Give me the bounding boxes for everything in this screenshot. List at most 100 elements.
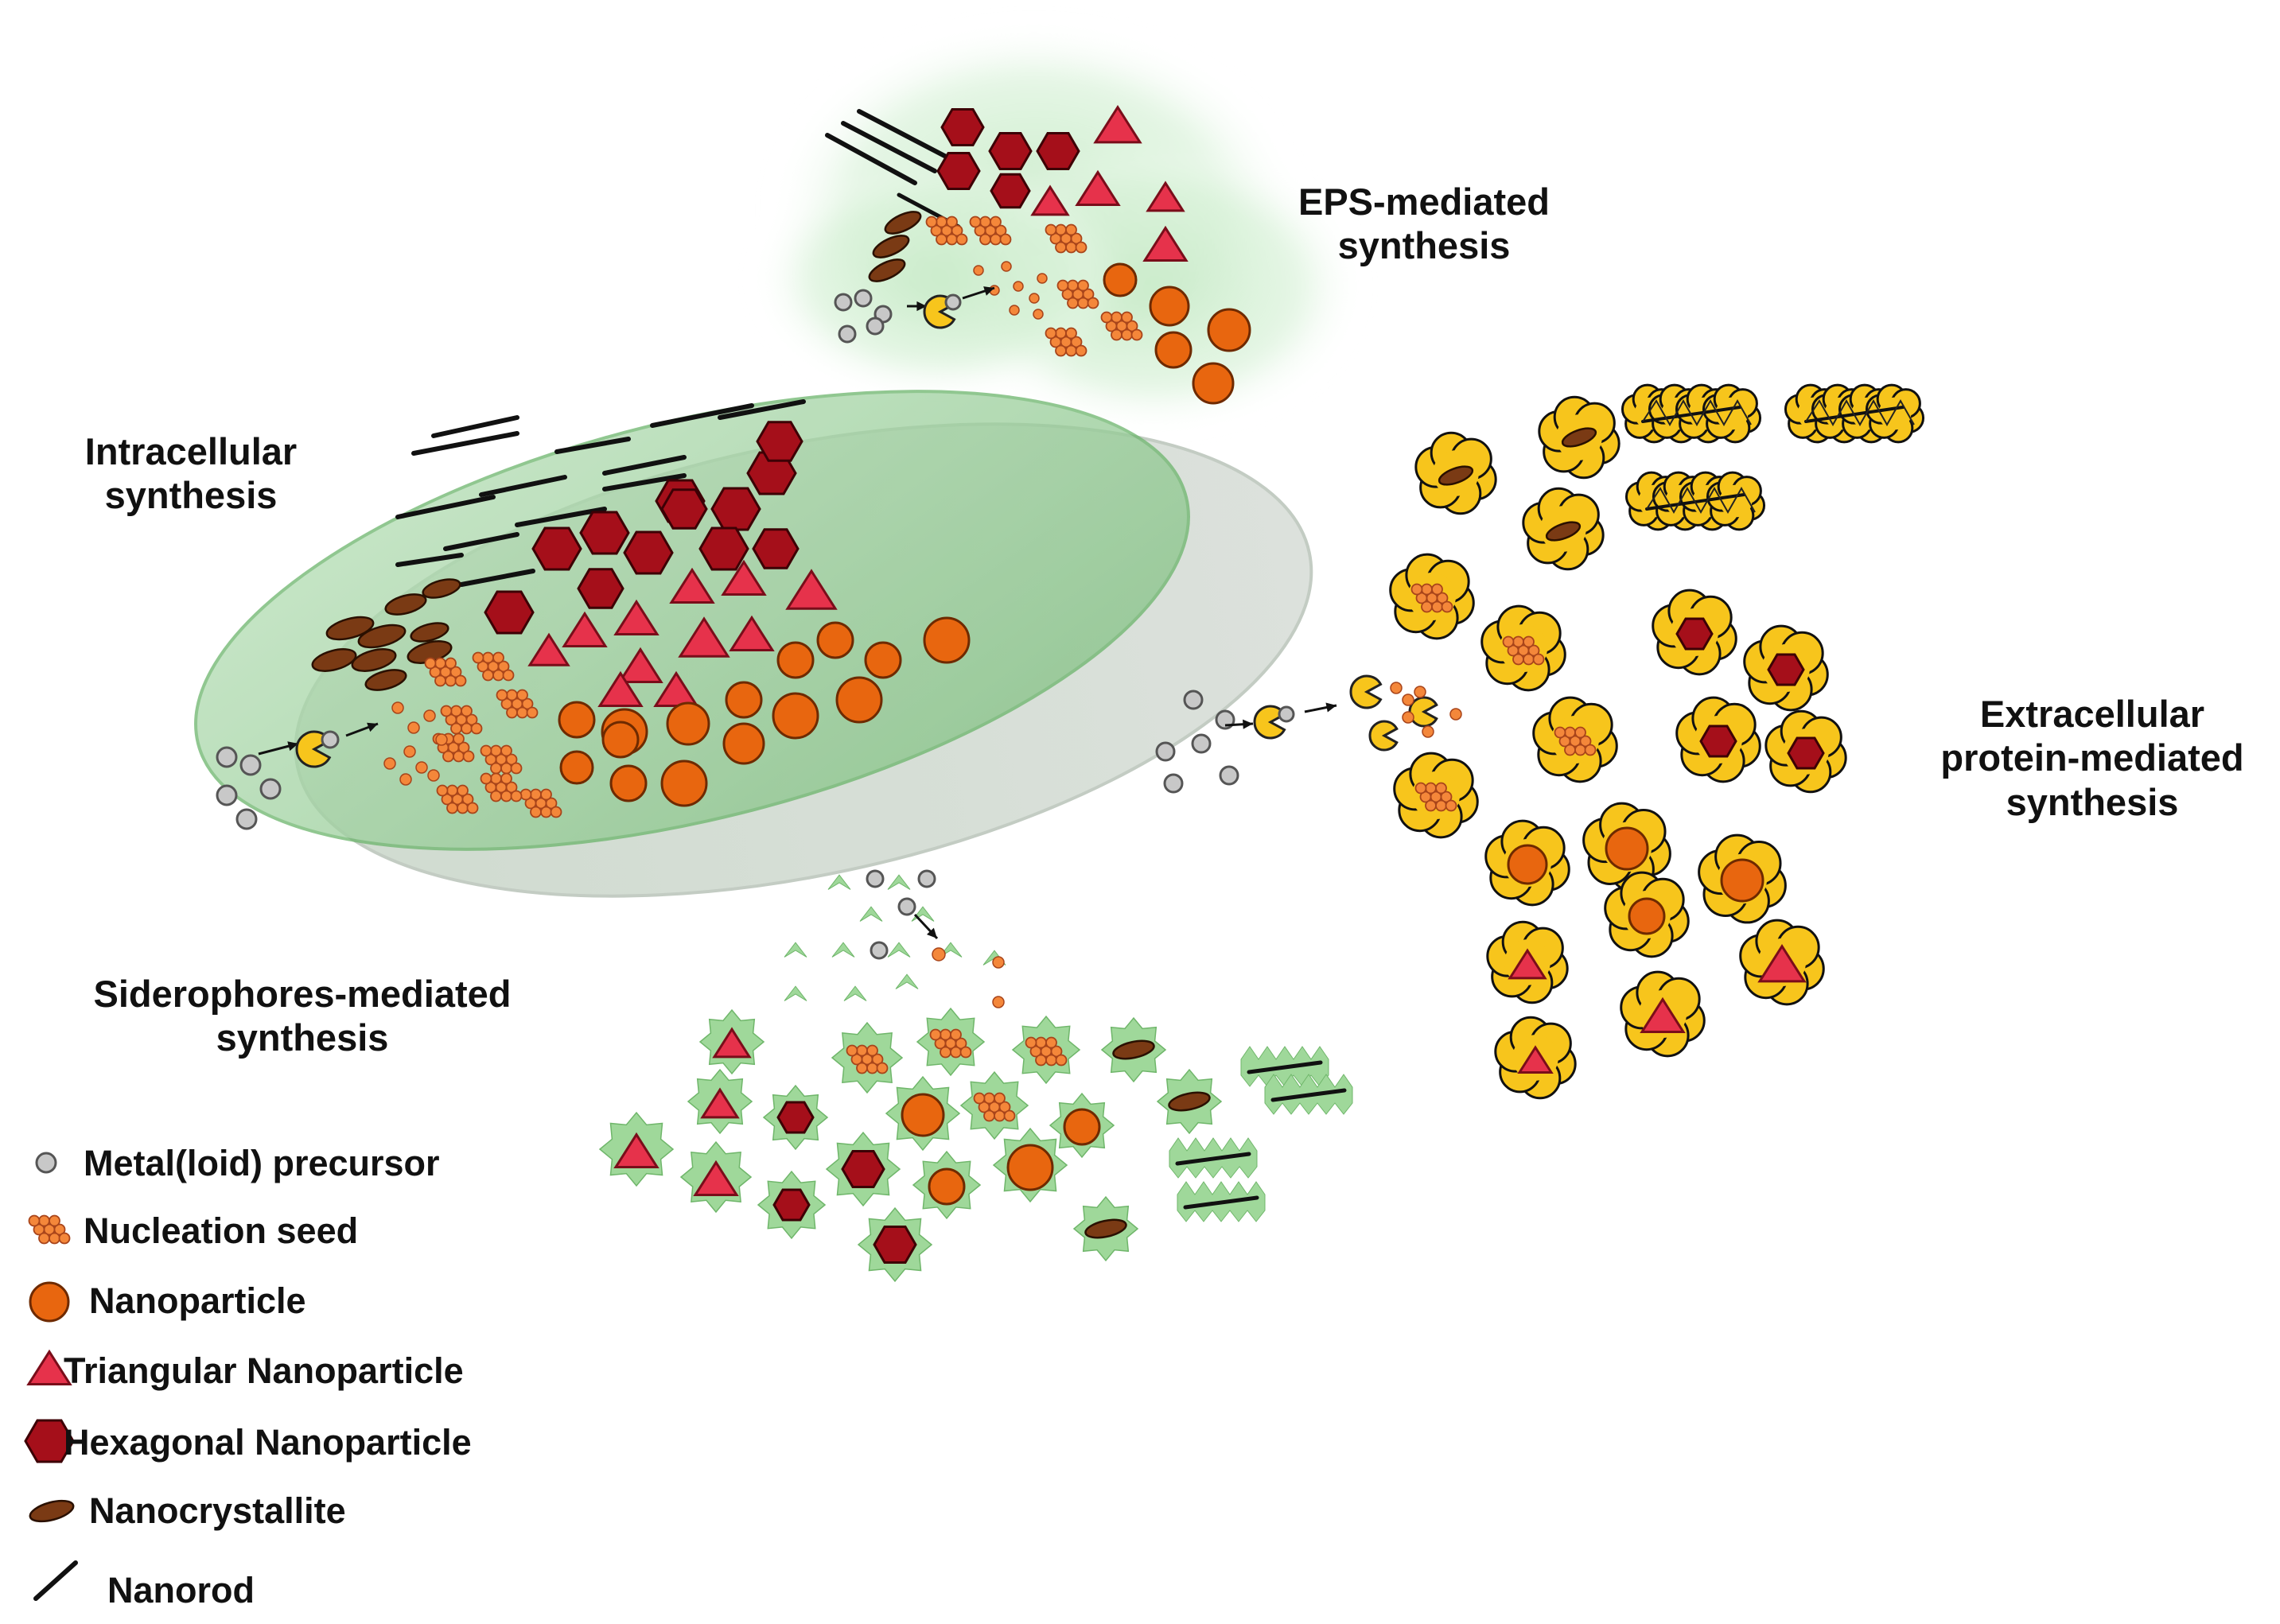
seed-dot [846, 1044, 858, 1057]
seed-dot [1037, 273, 1048, 284]
seed-dot [58, 1232, 71, 1245]
nanorod-icon [443, 532, 519, 551]
seed-dot [490, 744, 502, 757]
seed-dot [1121, 311, 1133, 324]
triangle-icon [527, 632, 570, 666]
hexagon-icon [1036, 131, 1080, 171]
seed-dot [1065, 327, 1077, 340]
seed-dot [423, 709, 436, 722]
arrow-icon [258, 741, 299, 756]
arrow-icon [1304, 702, 1337, 713]
triangle-icon [613, 599, 659, 636]
hexagon-icon [988, 131, 1033, 171]
seed-dot [1105, 320, 1118, 332]
nanoparticle-icon [776, 641, 815, 679]
seed-dot [383, 757, 396, 770]
enzyme-icon [1253, 705, 1286, 740]
seed-dot [934, 1037, 947, 1050]
seed-dot [53, 1223, 66, 1236]
seed-dot [856, 1062, 868, 1074]
seed-dot [490, 762, 502, 775]
seed-dot [1082, 288, 1095, 301]
nanorod-icon [1175, 1152, 1251, 1166]
seed-dot [490, 790, 502, 802]
seed-dot [500, 744, 512, 757]
seed-dot [502, 669, 515, 682]
siderophores-section-title: Siderophores-mediated synthesis [93, 973, 512, 1059]
seed-dot [1507, 644, 1519, 657]
enzyme-icon [1368, 720, 1399, 752]
seed-dot [950, 1028, 962, 1041]
protein-zigzag [1805, 398, 1915, 427]
seed-dot [49, 1214, 60, 1227]
precursor-icon [917, 869, 936, 888]
nanoparticle-icon [601, 721, 640, 759]
seed-dot [946, 216, 958, 228]
nanorod-icon [33, 1560, 78, 1601]
seed-dot [1523, 635, 1535, 648]
hexagon-icon [579, 511, 630, 555]
seed-dot [545, 797, 558, 810]
nucleation-seed-icon [1554, 726, 1597, 756]
seed-dot [1410, 583, 1423, 596]
arrow-icon [1224, 719, 1254, 729]
seed-dot [445, 657, 457, 670]
seed-dot [445, 713, 457, 726]
seed-dot [1077, 297, 1089, 309]
nanorod-icon [650, 403, 754, 428]
legend-label-nanocrystallite: Nanocrystallite [89, 1490, 346, 1531]
seed-dot [453, 732, 465, 745]
arrow-icon [962, 286, 995, 300]
hexagon-icon [698, 526, 749, 571]
seed-dot [1070, 232, 1083, 245]
hexagon-icon [1767, 653, 1805, 686]
hexagon-icon [531, 526, 582, 571]
seed-dot [490, 772, 502, 785]
nanoparticle-icon [559, 750, 594, 785]
nanocrystallite-icon [311, 648, 357, 672]
nanorod-icon [411, 431, 519, 456]
arrow-head [926, 927, 937, 938]
seed-dot [1049, 232, 1062, 245]
nucleation-seed-icon [846, 1044, 889, 1074]
nanocrystallite-icon [884, 211, 922, 235]
precursor-icon [321, 730, 340, 749]
siderophore-small-icon [859, 906, 883, 922]
nucleation-seed-icon [969, 216, 1012, 246]
precursor-icon [838, 324, 857, 344]
seed-dot [1121, 328, 1133, 341]
seed-dot [1126, 320, 1138, 332]
protein-core [1715, 397, 1749, 430]
triangle-icon [597, 670, 644, 708]
triangle-icon [26, 1349, 72, 1386]
nanocrystallite-icon [325, 616, 375, 641]
seed-dot [461, 722, 473, 735]
precursor-icon [866, 317, 885, 336]
seed-dot [1025, 1036, 1037, 1049]
nucleation-seed-icon [925, 216, 968, 246]
siderophore-small-icon [887, 874, 911, 890]
seed-dot [1067, 297, 1079, 309]
seed-dot [1436, 592, 1449, 604]
nanoparticle-icon [1063, 1108, 1101, 1146]
hexagon-icon [752, 528, 800, 569]
seed-dot [1532, 653, 1545, 666]
seed-dot [516, 706, 528, 719]
seed-dot [994, 224, 1007, 237]
nanocrystallite-icon [410, 622, 449, 643]
eps-region [825, 105, 1251, 405]
triangle-icon [562, 611, 608, 648]
nucleation-seed-icon [973, 1092, 1016, 1122]
seed-dot [38, 1214, 50, 1227]
nanocrystallite-icon [1112, 1039, 1155, 1060]
precursor-icon [216, 746, 238, 768]
nanoparticle-icon [1628, 897, 1666, 935]
seed-dot [457, 802, 469, 814]
seed-dot [1049, 336, 1062, 348]
seed-dot [994, 1109, 1006, 1122]
triangle-icon [1030, 185, 1070, 216]
seed-dot [1440, 791, 1453, 803]
seed-dot [497, 660, 510, 673]
eps-section-title: EPS-mediated synthesis [1298, 181, 1550, 267]
